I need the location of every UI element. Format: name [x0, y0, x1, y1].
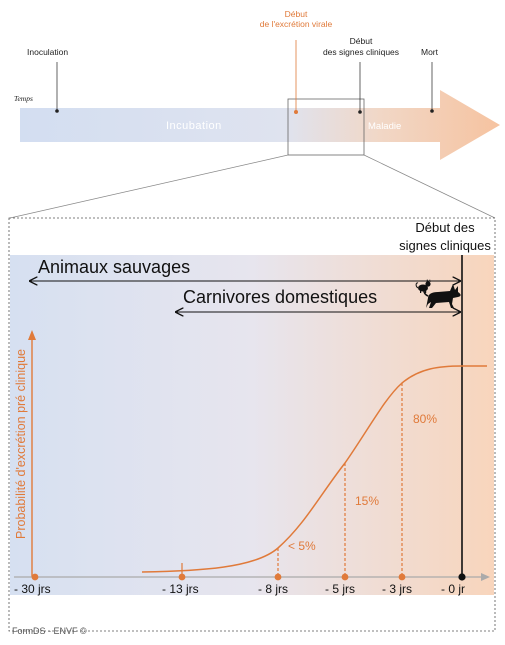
disease-phase-label: Maladie: [368, 121, 402, 132]
onset-label-line1: Début des: [415, 220, 475, 235]
incubation-phase-label: Incubation: [166, 120, 222, 132]
zoom-box: [287, 98, 365, 156]
timeline-arrow: [20, 90, 500, 160]
dog-icon: [423, 284, 461, 308]
prob-label-8: < 5%: [288, 539, 316, 553]
tick-dot-3: [398, 573, 406, 581]
tick-label-13: - 13 jrs: [162, 582, 199, 596]
detail-frame: [8, 217, 496, 632]
cat-icon: [415, 279, 431, 293]
wild-animals-label: Animaux sauvages: [38, 257, 191, 277]
tick-label-0: - 0 jr: [441, 582, 465, 596]
zoom-projection-right: [363, 154, 496, 219]
zoom-projection-left: [9, 154, 289, 219]
tick-dot-5: [341, 573, 349, 581]
signs-label-line1: Début: [349, 36, 373, 46]
detail-bottom-band: [10, 595, 494, 630]
onset-label-line2: signes cliniques: [399, 238, 491, 253]
tick-dot-8: [274, 573, 282, 581]
tick-dot-13: [178, 573, 186, 581]
signs-label-line2: des signes cliniques: [322, 47, 400, 57]
probability-curve: [141, 365, 487, 573]
y-axis-arrowhead: [28, 330, 36, 340]
x-axis-arrowhead: [481, 573, 490, 581]
tick-label-5: - 5 jrs: [325, 582, 355, 596]
tick-dot-30: [31, 573, 39, 581]
tick-label-3: - 3 jrs: [382, 582, 412, 596]
death-label: Mort: [421, 47, 438, 57]
y-axis-label: Probabilité d'excrétion pré clinique: [14, 349, 28, 539]
domestic-carnivores-label: Carnivores domestiques: [183, 287, 378, 307]
tick-dot-0: [458, 573, 466, 581]
time-axis-label: Temps: [14, 94, 33, 103]
inoculation-label: Inoculation: [27, 47, 69, 57]
prob-label-3: 80%: [413, 412, 438, 426]
footer-credit: FormDS - ENVF ©: [12, 626, 87, 636]
excretion-label-line2: de l'excrétion virale: [259, 19, 333, 29]
tick-label-30: - 30 jrs: [14, 582, 51, 596]
excretion-label-line1: Début: [284, 9, 308, 19]
prob-label-5: 15%: [355, 494, 380, 508]
tick-label-8: - 8 jrs: [258, 582, 288, 596]
